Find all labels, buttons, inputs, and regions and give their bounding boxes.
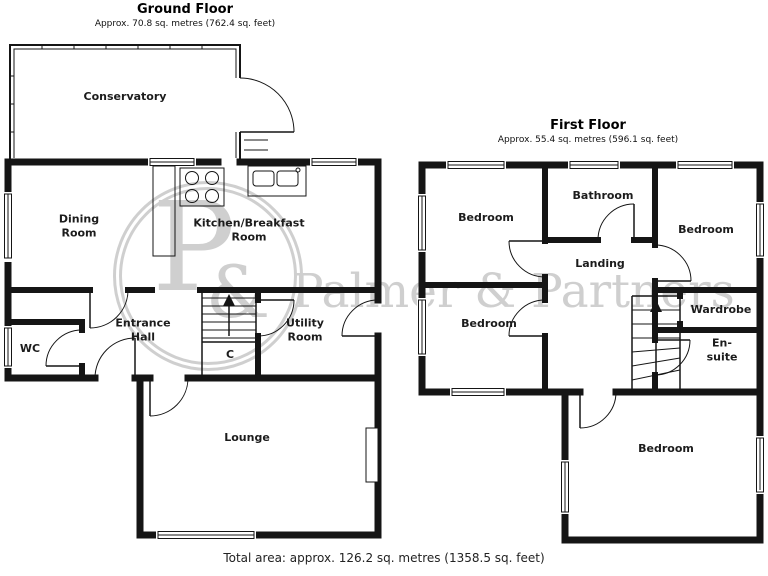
first-floor-title: First Floor <box>550 118 626 133</box>
ff-interior-walls <box>419 162 763 395</box>
gf-kitchen-fixtures <box>152 165 307 257</box>
room-label-dining-room: Dining Room <box>58 212 100 240</box>
ground-floor-title-block: Ground Floor Approx. 70.8 sq. metres (76… <box>45 2 325 29</box>
ff-windows <box>417 160 766 514</box>
room-label-landing: Landing <box>575 256 625 270</box>
total-area-text: Total area: approx. 126.2 sq. metres (13… <box>223 551 545 565</box>
ground-floor-area: Approx. 70.8 sq. metres (762.4 sq. feet) <box>94 19 276 29</box>
room-label-bedroom-bottom: Bedroom <box>638 441 694 455</box>
first-floor-plan <box>417 160 766 544</box>
gf-windows <box>3 157 379 541</box>
room-label-entrance-hall: Entrance Hall <box>115 316 171 344</box>
room-label-bedroom-mid-left: Bedroom <box>461 316 517 330</box>
gf-interior-walls <box>5 287 381 381</box>
ff-stairs <box>631 295 681 392</box>
room-label-lounge: Lounge <box>224 430 270 444</box>
gf-doors <box>45 77 379 417</box>
gf-stairs <box>201 290 257 378</box>
room-label-ensuite: En-suite <box>706 336 738 364</box>
first-floor-area: Approx. 55.4 sq. metres (596.1 sq. feet) <box>497 135 679 145</box>
room-label-cupboard: C <box>225 347 235 361</box>
ff-doors <box>508 203 692 429</box>
room-label-wardrobe: Wardrobe <box>690 302 752 316</box>
room-label-bathroom: Bathroom <box>572 188 634 202</box>
room-label-wc: WC <box>19 341 41 355</box>
first-floor-title-block: First Floor Approx. 55.4 sq. metres (596… <box>448 118 728 145</box>
room-label-bedroom-top-right: Bedroom <box>678 222 734 236</box>
gf-conservatory-walls <box>9 44 268 162</box>
room-label-conservatory: Conservatory <box>83 89 167 103</box>
room-label-utility-room: Utility Room <box>286 316 324 344</box>
ground-floor-plan <box>3 44 382 541</box>
ground-floor-title: Ground Floor <box>137 2 233 17</box>
room-label-bedroom-top-left: Bedroom <box>458 210 514 224</box>
room-label-kitchen: Kitchen/Breakfast Room <box>193 216 305 244</box>
